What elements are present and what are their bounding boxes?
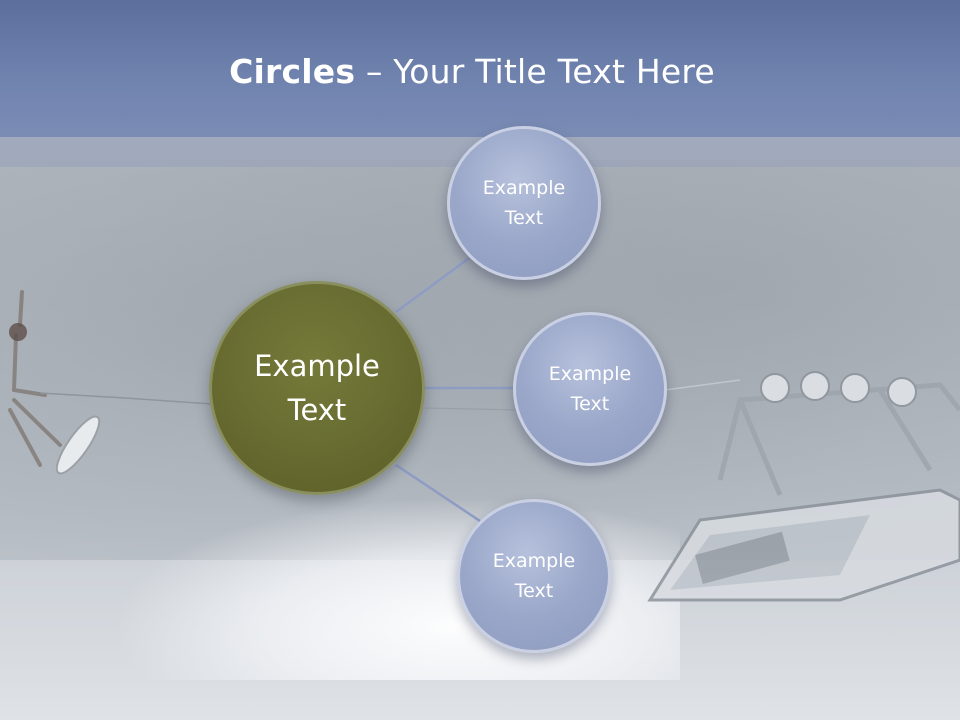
connector-bottom [395, 463, 481, 523]
circle-middle[interactable]: Example Text [513, 312, 667, 466]
slide-title-bold: Circles [229, 52, 356, 91]
circle-bottom[interactable]: Example Text [457, 499, 611, 653]
wakeboarder-image [8, 290, 110, 475]
circle-bottom-text: Example Text [492, 550, 576, 602]
boat-image [647, 371, 960, 602]
title-bar [0, 0, 960, 137]
slide-title-rest: – Your Title Text Here [355, 52, 715, 91]
circle-top[interactable]: Example Text [447, 126, 601, 280]
main-circle-text: Example Text [254, 349, 380, 427]
circle-middle-text: Example Text [548, 363, 632, 415]
main-circle[interactable]: Example Text [209, 281, 425, 495]
circle-top-text: Example Text [482, 177, 566, 229]
slide-title[interactable]: Circles – Your Title Text Here [0, 52, 944, 91]
connector-top [395, 254, 473, 314]
